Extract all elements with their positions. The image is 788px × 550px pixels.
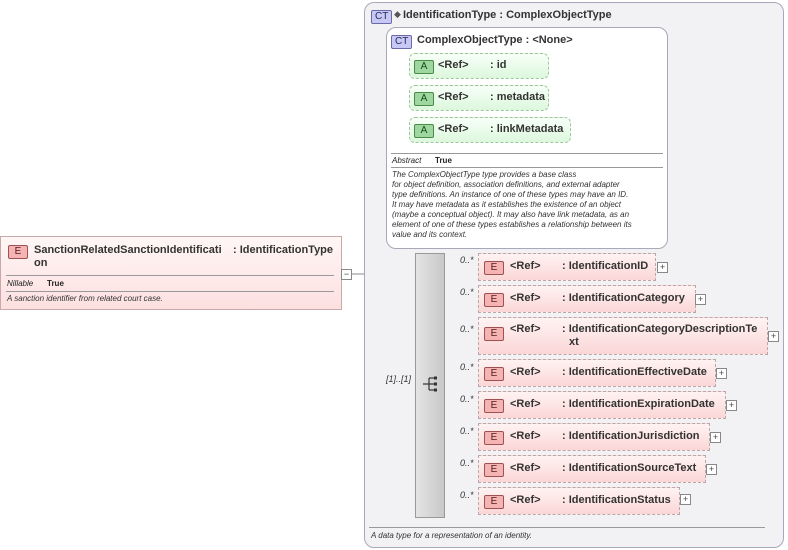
element-badge: E	[484, 327, 504, 341]
attribute-name: : linkMetadata	[490, 123, 564, 135]
element-name: : IdentificationStatus	[562, 494, 671, 506]
root-element-box[interactable]: E SanctionRelatedSanctionIdentificati : …	[0, 236, 342, 310]
element-identification-category[interactable]: E <Ref> : IdentificationCategory	[478, 285, 696, 313]
element-ref: <Ref>	[510, 366, 541, 378]
attribute-badge: A	[414, 92, 434, 106]
element-identification-status[interactable]: E <Ref> : IdentificationStatus	[478, 487, 680, 515]
attribute-id[interactable]: A <Ref> : id	[409, 53, 549, 79]
identification-type-title: IdentificationType : ComplexObjectType	[403, 9, 612, 21]
attribute-ref: <Ref>	[438, 59, 469, 71]
description-line: for object definition, association defin…	[392, 180, 620, 189]
divider	[6, 291, 334, 292]
element-multiplicity: 0..*	[460, 324, 474, 334]
sequence-compositor[interactable]	[415, 253, 445, 518]
element-ref: <Ref>	[510, 462, 541, 474]
element-ref: <Ref>	[510, 494, 541, 506]
description-line: The ComplexObjectType type provides a ba…	[392, 170, 577, 179]
collapse-toggle[interactable]: −	[341, 269, 352, 280]
element-name: : IdentificationJurisdiction	[562, 430, 700, 442]
attribute-name: : metadata	[490, 91, 546, 103]
element-badge: E	[484, 431, 504, 445]
divider	[391, 153, 663, 154]
identification-type-description: A data type for a representation of an i…	[371, 531, 532, 540]
element-name-continued: xt	[569, 336, 579, 348]
nillable-label: Nillable	[7, 279, 34, 288]
element-badge: E	[484, 293, 504, 307]
element-badge: E	[484, 261, 504, 275]
element-badge: E	[484, 463, 504, 477]
description-line: It may have metadata as it establishes t…	[392, 200, 622, 209]
attribute-metadata[interactable]: A <Ref> : metadata	[409, 85, 549, 111]
element-multiplicity: 0..*	[460, 287, 474, 297]
element-multiplicity: 0..*	[460, 362, 474, 372]
element-identification-id[interactable]: E <Ref> : IdentificationID	[478, 253, 656, 281]
abstract-value: True	[435, 156, 452, 165]
attribute-ref: <Ref>	[438, 123, 469, 135]
element-ref: <Ref>	[510, 430, 541, 442]
element-multiplicity: 0..*	[460, 394, 474, 404]
element-identification-expiration-date[interactable]: E <Ref> : IdentificationExpirationDate	[478, 391, 726, 419]
attribute-badge: A	[414, 124, 434, 138]
element-identification-effective-date[interactable]: E <Ref> : IdentificationEffectiveDate	[478, 359, 716, 387]
element-multiplicity: 0..*	[460, 490, 474, 500]
sequence-multiplicity: [1]..[1]	[386, 374, 412, 384]
element-ref: <Ref>	[510, 398, 541, 410]
description-line: value and its context.	[392, 230, 468, 239]
expand-toggle[interactable]: +	[716, 368, 727, 379]
complex-type-badge: CT	[391, 35, 413, 49]
element-badge: E	[484, 495, 504, 509]
attribute-badge: A	[414, 60, 434, 74]
expand-toggle[interactable]: +	[768, 331, 779, 342]
element-multiplicity: 0..*	[460, 255, 474, 265]
expand-toggle[interactable]: +	[657, 262, 668, 273]
element-ref: <Ref>	[510, 323, 541, 335]
element-identification-source-text[interactable]: E <Ref> : IdentificationSourceText	[478, 455, 706, 483]
element-multiplicity: 0..*	[460, 458, 474, 468]
attribute-link-metadata[interactable]: A <Ref> : linkMetadata	[409, 117, 571, 143]
element-badge: E	[484, 367, 504, 381]
attribute-ref: <Ref>	[438, 91, 469, 103]
divider	[369, 527, 765, 528]
nillable-value: True	[47, 279, 64, 288]
element-multiplicity: 0..*	[460, 426, 474, 436]
expand-toggle[interactable]: +	[706, 464, 717, 475]
attribute-name: : id	[490, 59, 507, 71]
expand-toggle[interactable]: +	[680, 494, 691, 505]
expand-toggle[interactable]: +	[710, 432, 721, 443]
element-ref: <Ref>	[510, 292, 541, 304]
divider	[391, 167, 663, 168]
element-identification-category-description-text[interactable]: E <Ref> : IdentificationCategoryDescript…	[478, 317, 768, 355]
complex-type-badge: CT	[371, 10, 393, 24]
expand-toggle[interactable]: +	[695, 294, 706, 305]
element-name: : IdentificationID	[562, 260, 649, 272]
complex-object-type-box[interactable]: CT ComplexObjectType : <None> A <Ref> : …	[386, 27, 668, 249]
description-line: type definitions. An instance of one of …	[392, 190, 629, 199]
element-name: : IdentificationCategory	[562, 292, 685, 304]
element-name: : IdentificationSourceText	[562, 462, 697, 474]
element-ref: <Ref>	[510, 260, 541, 272]
root-element-description: A sanction identifier from related court…	[7, 294, 163, 303]
root-element-name-line2: on	[34, 257, 48, 269]
description-line: (maybe a conceptual object). It may also…	[392, 210, 630, 219]
sequence-icon	[423, 376, 437, 392]
complex-type-icon: ◆	[394, 9, 401, 19]
root-element-name-line1: SanctionRelatedSanctionIdentificati	[34, 244, 222, 256]
divider	[6, 275, 334, 276]
element-badge: E	[8, 245, 28, 259]
element-name: : IdentificationCategoryDescriptionTe	[562, 323, 758, 335]
element-name: : IdentificationEffectiveDate	[562, 366, 707, 378]
complex-object-type-title: ComplexObjectType : <None>	[417, 34, 573, 46]
abstract-label: Abstract	[392, 156, 422, 165]
expand-toggle[interactable]: +	[726, 400, 737, 411]
element-name: : IdentificationExpirationDate	[562, 398, 715, 410]
root-element-type: : IdentificationType	[233, 244, 334, 256]
description-line: element of one of these types establishe…	[392, 220, 632, 229]
element-identification-jurisdiction[interactable]: E <Ref> : IdentificationJurisdiction	[478, 423, 710, 451]
element-badge: E	[484, 399, 504, 413]
complex-object-type-description: The ComplexObjectType type provides a ba…	[392, 170, 664, 240]
